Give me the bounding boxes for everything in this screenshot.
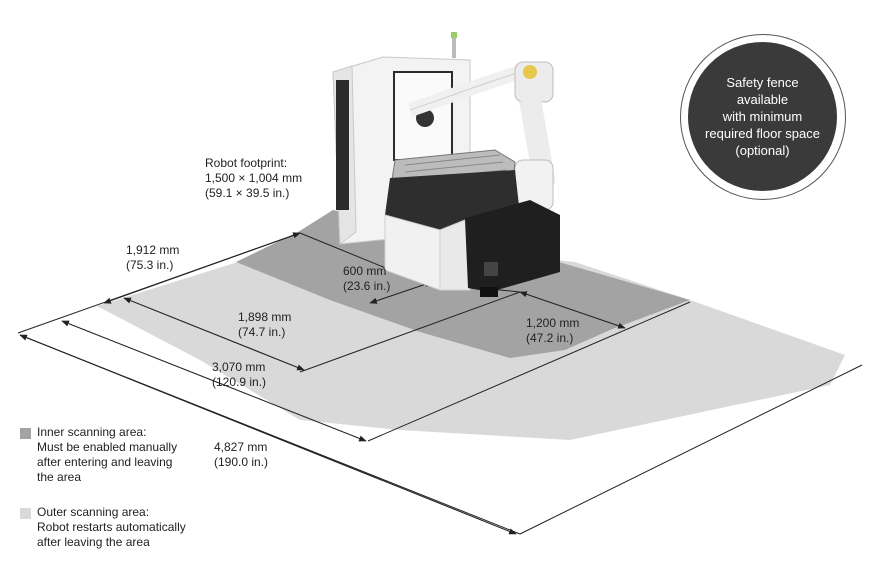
safety-fence-badge: Safety fence available with minimum requ… bbox=[680, 34, 846, 200]
safety-fence-badge-text: Safety fence available with minimum requ… bbox=[688, 42, 837, 191]
legend-inner-title: Inner scanning area: bbox=[37, 425, 147, 439]
legend-swatch-outer bbox=[20, 508, 31, 519]
legend-outer-title: Outer scanning area: bbox=[37, 505, 150, 519]
legend-swatch-inner bbox=[20, 428, 31, 439]
dimension-arrow-4827 bbox=[19, 334, 517, 535]
dimension-label-1200: 1,200 mm (47.2 in.) bbox=[526, 316, 580, 345]
footprint-mm: 1,500 × 1,004 mm bbox=[205, 171, 303, 185]
footprint-title: Robot footprint: bbox=[205, 156, 288, 170]
legend-outer-area: Outer scanning area: Robot restarts auto… bbox=[37, 505, 186, 549]
robot-cell-image bbox=[332, 32, 560, 297]
dimension-label-1898: 1,898 mm (74.7 in.) bbox=[238, 310, 292, 339]
dimension-arrow-1912 bbox=[103, 232, 301, 304]
dimension-label-4827: 4,827 mm (190.0 in.) bbox=[214, 440, 269, 469]
robot-footprint-label: Robot footprint: 1,500 × 1,004 mm (59.1 … bbox=[205, 156, 302, 201]
dimension-label-1912: 1,912 mm (75.3 in.) bbox=[126, 243, 180, 272]
dimension-arrow-1200 bbox=[519, 291, 626, 329]
dimension-label-600: 600 mm (23.6 in.) bbox=[343, 264, 391, 293]
legend-inner-area: Inner scanning area: Must be enabled man… bbox=[37, 425, 178, 484]
footprint-inch: (59.1 × 39.5 in.) bbox=[205, 186, 290, 200]
dimension-arrow-600 bbox=[369, 281, 433, 304]
dimension-label-3070: 3,070 mm (120.9 in.) bbox=[212, 360, 267, 389]
